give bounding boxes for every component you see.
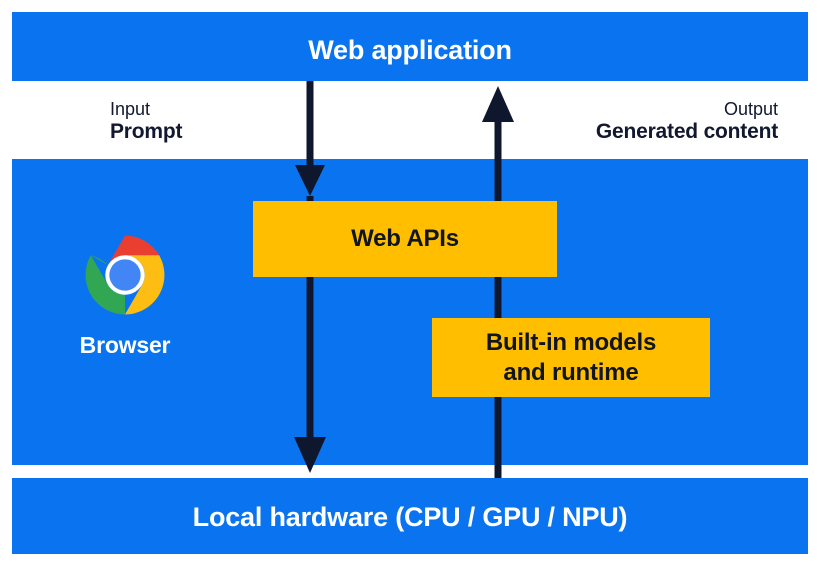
- web-application-label: Web application: [308, 35, 512, 65]
- chrome-yellow-segment: [125, 255, 165, 315]
- component-built-in-models: Built-in models and runtime: [432, 318, 710, 397]
- panel-web-application: Web application: [12, 12, 808, 81]
- flow-annotation-input: Input Prompt: [110, 99, 183, 144]
- chrome-green-segment: [85, 255, 125, 315]
- input-value-label: Prompt: [110, 119, 183, 143]
- output-kind-label: Output: [723, 99, 778, 119]
- built-in-models-label: Built-in models and runtime: [485, 328, 657, 387]
- component-web-apis: Web APIs: [253, 201, 557, 277]
- built-in-models-line1: Built-in models: [485, 329, 657, 357]
- panel-local-hardware: Local hardware (CPU / GPU / NPU): [12, 478, 808, 554]
- built-in-models-line2: and runtime: [503, 358, 639, 386]
- web-apis-label: Web APIs: [351, 225, 459, 253]
- chrome-logo-icon: [85, 235, 165, 315]
- input-kind-label: Input: [110, 99, 151, 119]
- output-value-label: Generated content: [595, 119, 778, 143]
- local-hardware-label: Local hardware (CPU / GPU / NPU): [192, 502, 628, 532]
- browser-group: Browser: [40, 232, 210, 357]
- browser-label: Browser: [79, 332, 171, 358]
- chrome-red-segment: [107, 235, 160, 266]
- chrome-blue-center: [109, 259, 141, 291]
- flow-annotation-output: Output Generated content: [596, 99, 778, 144]
